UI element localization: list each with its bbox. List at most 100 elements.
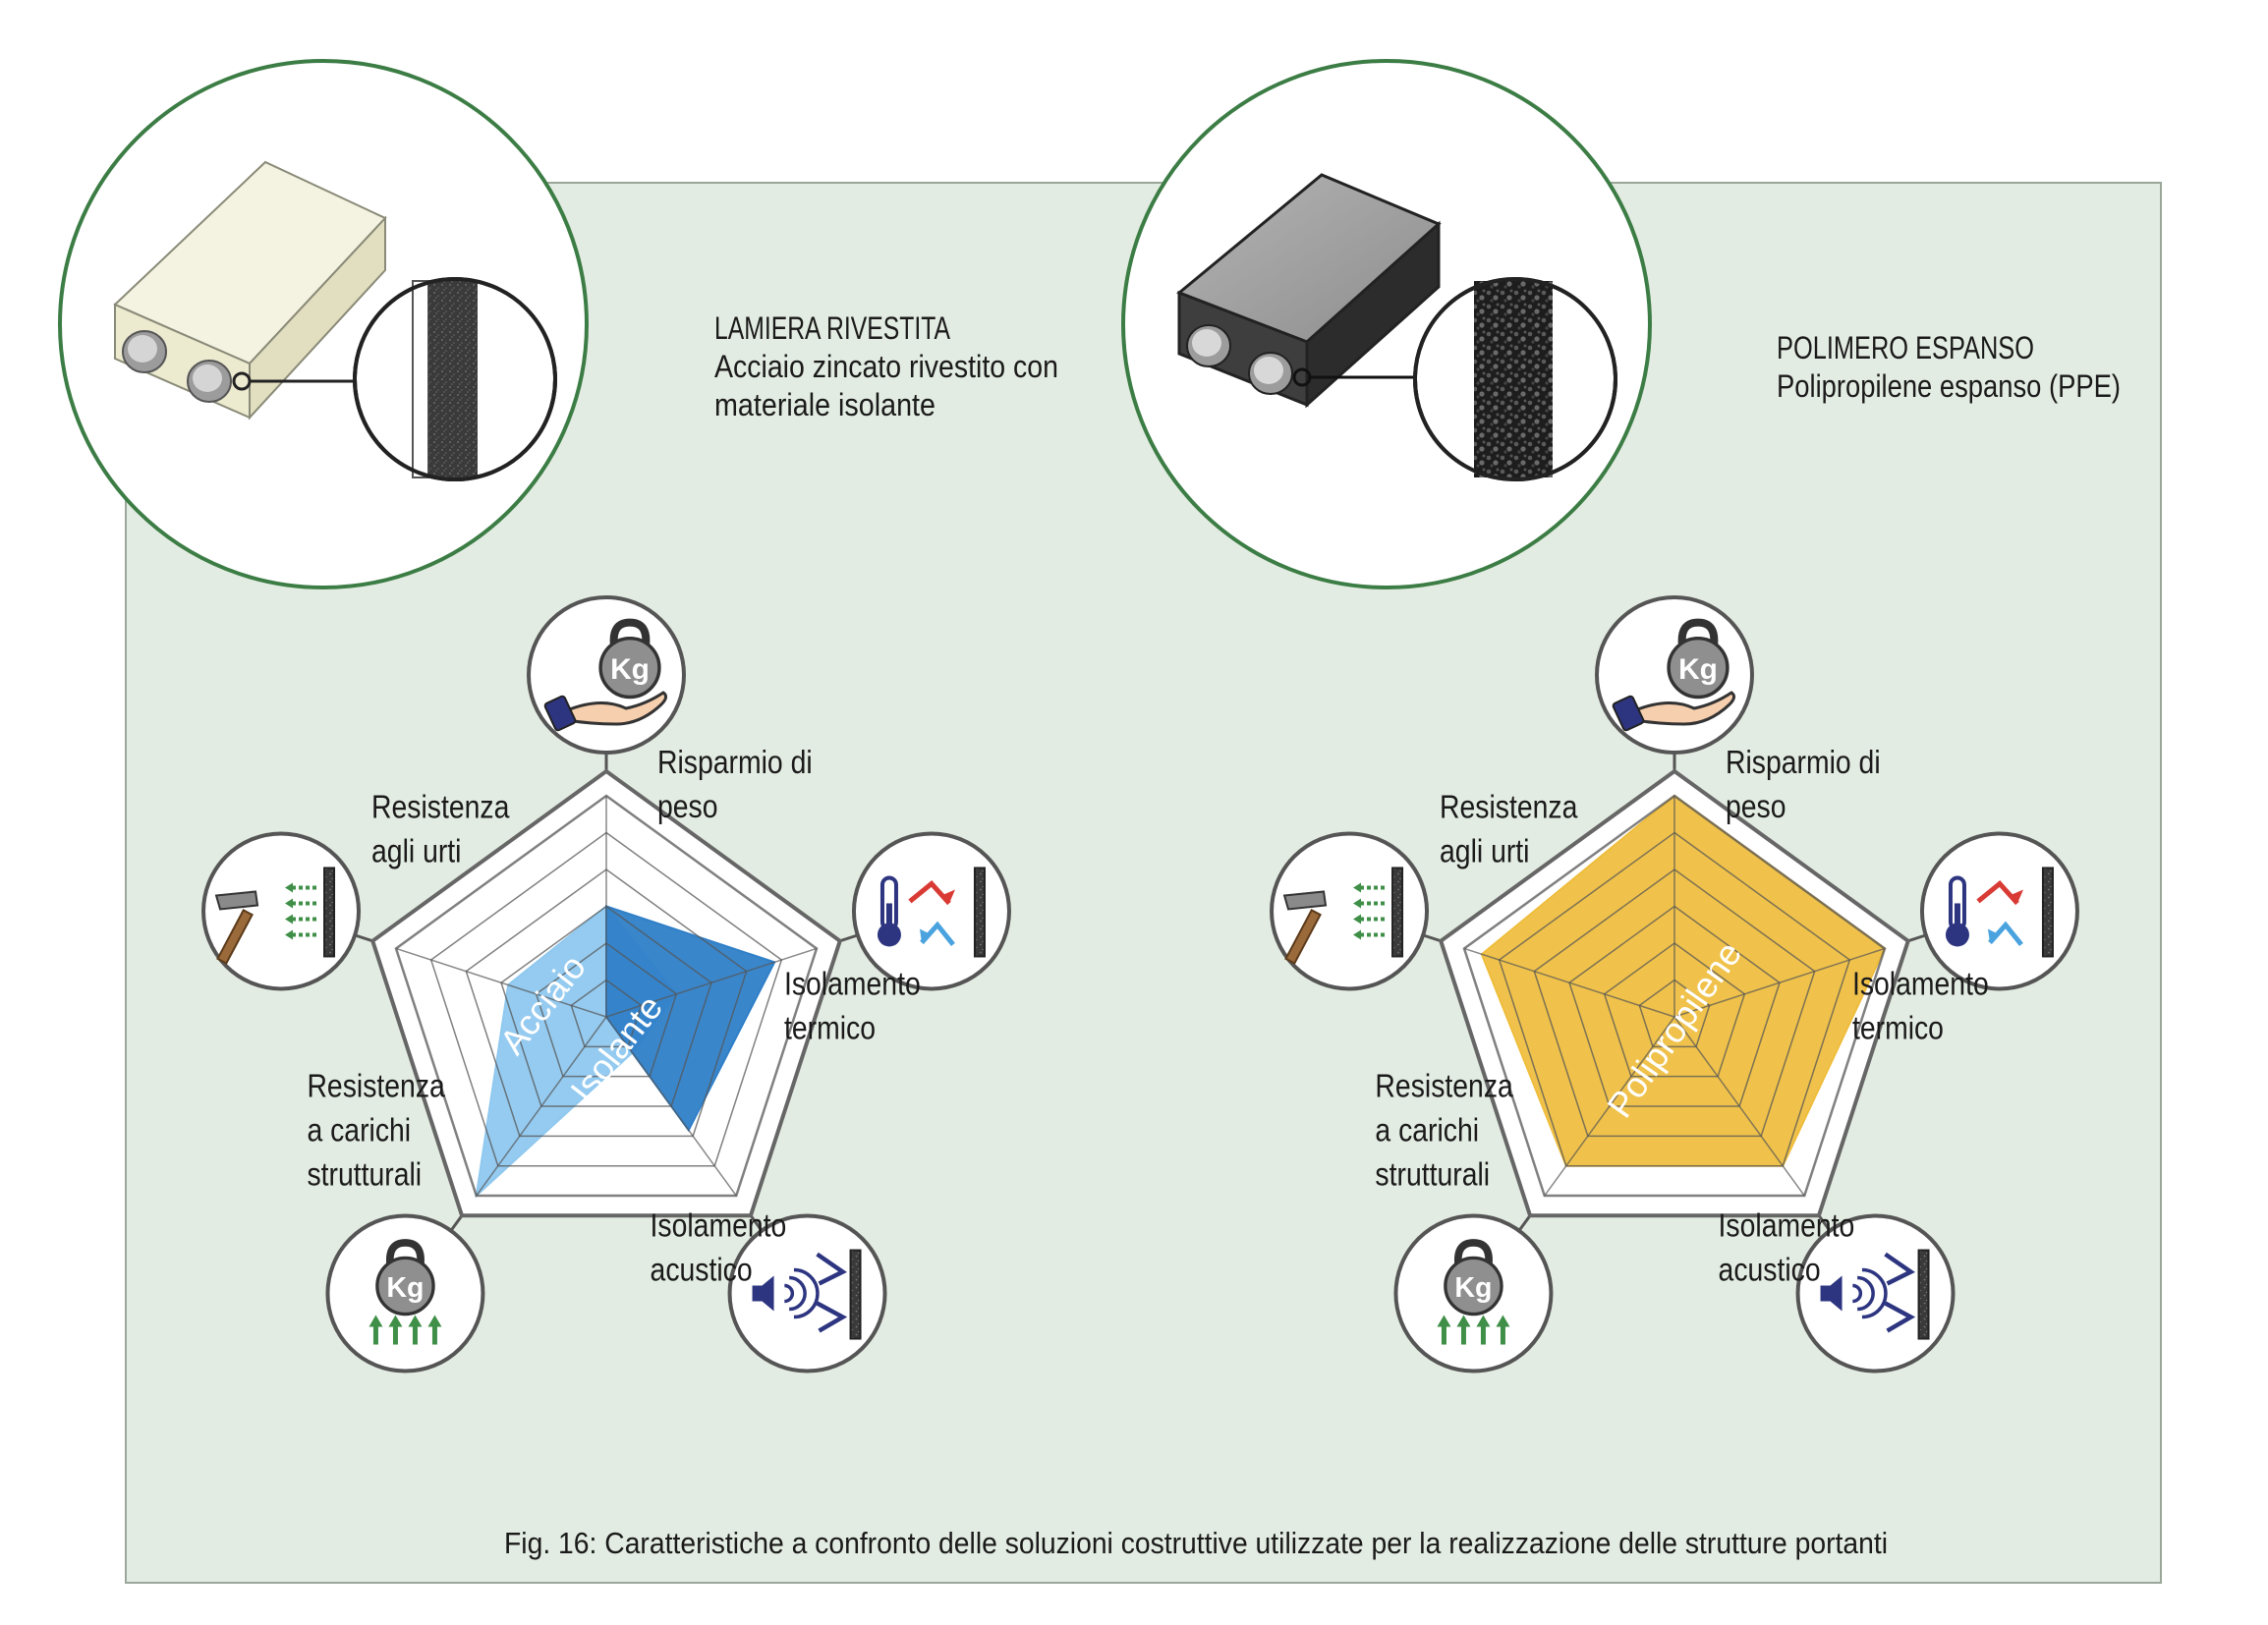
axis-label-impact: agli urti: [371, 832, 461, 869]
wall-section: [849, 1249, 862, 1340]
hammer-handle: [216, 909, 254, 965]
radar-spoke: [1463, 947, 1675, 1018]
sound-wave: [1861, 1267, 1888, 1319]
radar-spoke: [605, 1016, 737, 1197]
sound-wave: [789, 1275, 807, 1312]
kettlebell-label: Kg: [610, 653, 650, 686]
icon-badge: [727, 1213, 887, 1373]
speaker-shape: [752, 1275, 774, 1312]
radar-grid-ring: [1462, 794, 1887, 1198]
thermometer-bulb: [877, 923, 901, 947]
hammer-handle: [1284, 909, 1322, 965]
thermometer-fill: [885, 903, 892, 929]
icon-badge: [201, 831, 362, 991]
icon-badge: [1795, 1213, 1956, 1373]
hammer-head: [214, 890, 259, 911]
sound-wave: [1857, 1275, 1875, 1312]
force-arrow-head: [285, 898, 294, 909]
axis-label-load: Resistenza: [1375, 1068, 1513, 1105]
icon-badge: [1270, 831, 1430, 991]
axis-label-thermal: termico: [1852, 1009, 1944, 1046]
kettlebell-body: [375, 1256, 435, 1317]
up-arrow-head: [1437, 1315, 1451, 1327]
up-arrow-head: [1456, 1315, 1471, 1327]
radar-grid-ring: [570, 979, 643, 1048]
force-arrow-head: [1353, 882, 1362, 893]
coated-steel-box-icon: [113, 160, 387, 420]
kettlebell-body: [1444, 1256, 1503, 1317]
axis-label-impact: agli urti: [1440, 832, 1529, 869]
kettlebell-label: Kg: [1678, 653, 1718, 686]
product-description-line: Acciaio zincato rivestito con: [714, 349, 1058, 384]
kettlebell-body: [1667, 636, 1729, 700]
force-arrow-head: [1353, 914, 1362, 925]
product-name: POLIMERO ESPANSO: [1777, 330, 2034, 365]
up-arrow-head: [1496, 1315, 1510, 1327]
kettlebell-hand-icon: Kg: [1595, 595, 1754, 755]
thermometer-bulb: [1945, 923, 1969, 947]
kettlebell-handle: [1677, 618, 1719, 645]
product-circle-polimero: [1121, 59, 1652, 589]
sound-wave: [1852, 1283, 1863, 1304]
axis-label-impact: Resistenza: [371, 788, 510, 825]
force-arrow-head: [1353, 929, 1362, 940]
speaker-wall-icon: [1795, 1213, 1956, 1373]
speaker-wall-icon: [727, 1213, 887, 1373]
radar-spoke: [395, 947, 607, 1018]
axis-label-acoustic: acustico: [651, 1252, 753, 1289]
radar-grid-ring: [465, 869, 748, 1138]
product-description-line: Polipropilene espanso (PPE): [1777, 368, 2121, 404]
sound-reflect-arrow: [1884, 1252, 1915, 1286]
product-description-line: materiale isolante: [714, 387, 936, 422]
kettlebell-up-arrows-icon: Kg: [325, 1213, 485, 1373]
thermometer-fill: [1954, 903, 1960, 929]
hammer-wall-icon: [201, 831, 362, 991]
product-label-lamiera: LAMIERA RIVESTITA Acciaio zincato rivest…: [714, 310, 1058, 422]
kettlebell-handle: [385, 1239, 425, 1265]
kettlebell-up-arrows-icon: Kg: [1393, 1213, 1554, 1373]
radar-grid-ring: [500, 905, 712, 1107]
coated-steel-section-icon: [353, 277, 557, 481]
axis-label-acoustic: acustico: [1719, 1252, 1821, 1289]
wall-section: [973, 867, 986, 958]
radar-spoke: [605, 947, 818, 1018]
axis-label-impact: Resistenza: [1440, 788, 1578, 825]
up-arrow-head: [1476, 1315, 1491, 1327]
axis-label-acoustic: Isolamento: [1719, 1207, 1855, 1245]
sound-wave: [793, 1267, 820, 1319]
product-label-polimero: POLIMERO ESPANSO Polipropilene espanso (…: [1777, 330, 2121, 404]
axis-label-acoustic: Isolamento: [651, 1207, 787, 1245]
icon-badge: [1919, 831, 2079, 991]
axis-label-thermal: Isolamento: [1852, 965, 1989, 1002]
icon-badge: [851, 831, 1011, 991]
sound-reflect-arrow: [1884, 1301, 1916, 1333]
radar-grid-ring: [1603, 942, 1746, 1078]
kettlebell-body: [598, 636, 661, 700]
wall-section: [2041, 867, 2054, 958]
force-arrow-head: [285, 929, 294, 940]
arrow-head: [940, 889, 955, 904]
force-arrow-head: [285, 882, 294, 893]
expanded-polymer-section-icon: [1413, 277, 1617, 481]
hand-shape: [565, 691, 668, 726]
radar-grid-ring: [1533, 869, 1816, 1138]
axis-label-weight: Risparmio di: [1726, 744, 1881, 781]
sound-reflect-arrow: [816, 1252, 847, 1286]
kettlebell-handle: [1453, 1239, 1493, 1265]
kettlebell-label: Kg: [1454, 1272, 1492, 1304]
sound-wave: [784, 1283, 795, 1304]
up-arrow-head: [427, 1315, 442, 1327]
axis-label-thermal: termico: [784, 1009, 876, 1046]
kettlebell-hand-icon: Kg: [527, 595, 686, 755]
arrow-head: [1987, 928, 2000, 943]
axis-label-load: strutturali: [1375, 1156, 1490, 1194]
axis-label-weight: peso: [1726, 788, 1786, 825]
hammer-head: [1282, 890, 1328, 911]
sleeve-cuff: [1612, 695, 1645, 732]
radar-grid-ring: [429, 831, 783, 1167]
wall-section: [1391, 867, 1404, 958]
force-arrow-head: [285, 914, 294, 925]
